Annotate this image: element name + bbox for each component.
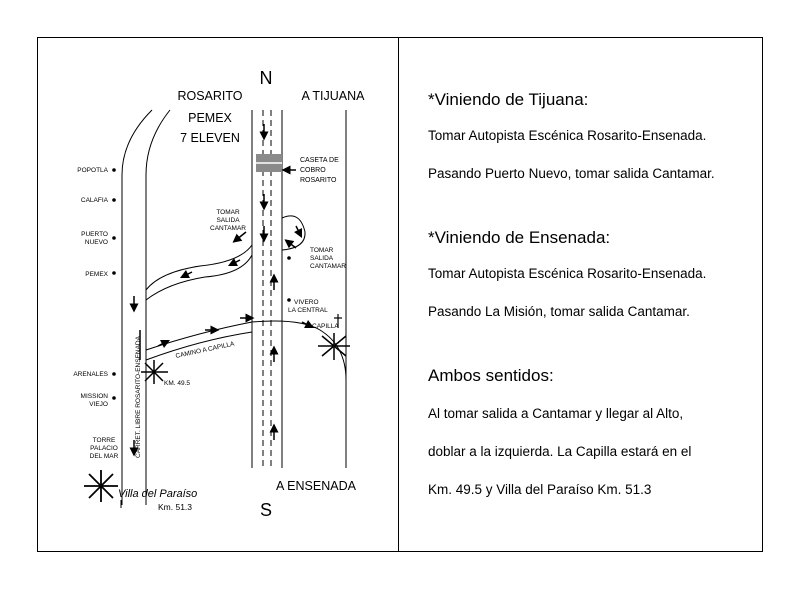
exit-left-label-2: SALIDA (216, 217, 240, 224)
exit-right-label-3: CANTAMAR (310, 263, 346, 270)
route-arrows (129, 124, 315, 457)
card-divider (398, 37, 399, 552)
section-from-tijuana: *Viniendo de Tijuana: Tomar Autopista Es… (428, 90, 758, 190)
tijuana-line-2: Pasando Puerto Nuevo, tomar salida Canta… (428, 166, 715, 181)
exit-right-label-2: SALIDA (310, 255, 334, 262)
free-road-east-edge (145, 109, 171, 505)
place-dots (112, 168, 291, 400)
south-label: S (260, 500, 272, 520)
a-tijuana-label: A TIJUANA (302, 89, 366, 103)
place-calafia: CALAFIA (81, 197, 109, 204)
section-from-ensenada: *Viniendo de Ensenada: Tomar Autopista E… (428, 228, 758, 328)
km-49-star (141, 360, 168, 384)
vivero-label-2: LA CENTRAL (288, 307, 328, 314)
ensenada-line-1: Tomar Autopista Escénica Rosarito-Ensena… (428, 266, 707, 281)
road-to-chapel-label: CAMINO A CAPILLA (175, 341, 236, 360)
free-road-label: CARRET. LIBRE ROSARITO-ENSENADA (135, 335, 142, 458)
km-51-label: Km. 51.3 (158, 502, 192, 512)
tijuana-line-1: Tomar Autopista Escénica Rosarito-Ensena… (428, 128, 707, 143)
vivero-label-1: VIVERO (294, 299, 319, 306)
invitation-card (37, 37, 763, 552)
place-pemex: PEMEX (85, 271, 108, 278)
toll-booth-label-3: ROSARITO (300, 177, 337, 184)
north-label: N (260, 68, 273, 88)
exit-left-label-1: TOMAR (216, 209, 240, 216)
ensenada-line-2: Pasando La Misión, tomar salida Cantamar… (428, 304, 690, 319)
both-line-2: doblar a la izquierda. La Capilla estará… (428, 444, 692, 459)
place-arenales: ARENALES (73, 371, 108, 378)
pemex-top-label: PEMEX (188, 111, 232, 125)
toll-booth-label-2: COBRO (300, 167, 326, 174)
toll-booth-label-1: CASETA DE (300, 157, 339, 164)
rosarito-label: ROSARITO (177, 89, 242, 103)
chapel-cross-icon (334, 314, 342, 328)
free-road-west-edge (121, 109, 153, 505)
cantamar-loop-exit (281, 215, 306, 251)
ensenada-heading: *Viniendo de Ensenada: (428, 228, 611, 247)
tijuana-heading: *Viniendo de Tijuana: (428, 90, 589, 109)
both-line-3: Km. 49.5 y Villa del Paraíso Km. 51.3 (428, 482, 652, 497)
villa-paraiso-star (84, 470, 118, 502)
both-line-1: Al tomar salida a Cantamar y llegar al A… (428, 406, 684, 421)
both-heading: Ambos sentidos: (428, 366, 554, 385)
km-49-label: KM. 49.5 (164, 380, 190, 387)
place-popotla: POPOTLA (77, 167, 108, 174)
section-both-directions: Ambos sentidos: Al tomar salida a Cantam… (428, 366, 758, 506)
cantamar-exit-road (145, 244, 253, 291)
exit-left-label-3: CANTAMAR (210, 225, 246, 232)
chapel-star (318, 333, 350, 360)
seven-eleven-label: 7 ELEVEN (180, 131, 240, 145)
capilla-label: CAPILLA (312, 323, 339, 330)
villa-paraiso-label: Villa del Paraíso (118, 488, 197, 500)
a-ensenada-label: A ENSENADA (276, 479, 357, 493)
exit-right-label-1: TOMAR (310, 247, 334, 254)
